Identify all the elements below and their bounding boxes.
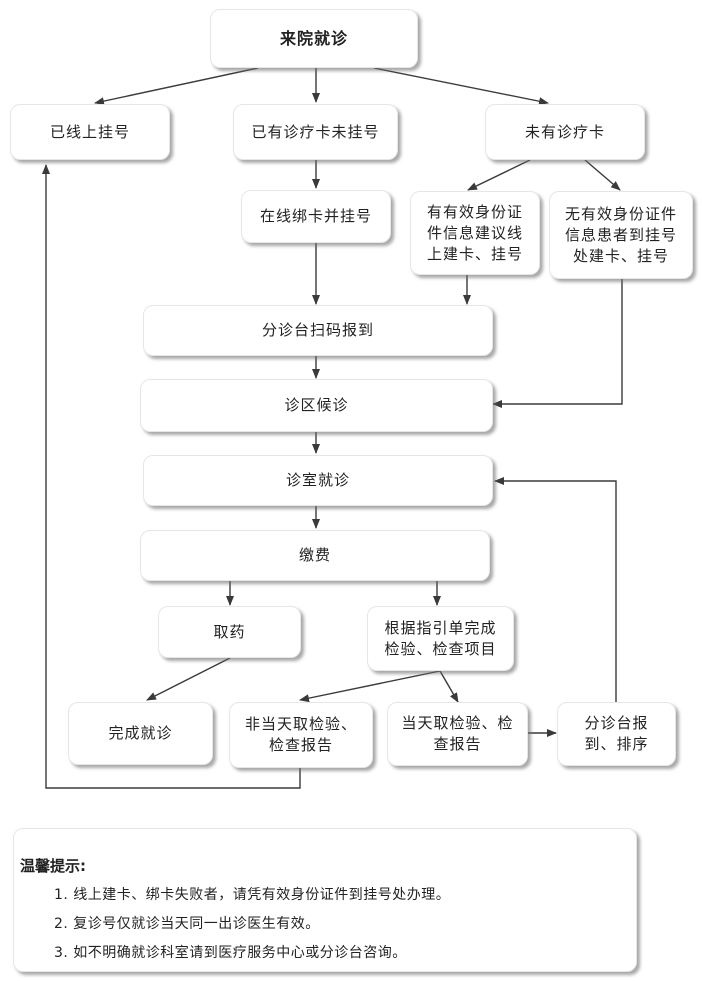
arrow-nocard-to-withoutid [584, 159, 621, 191]
node-arrive-label: 来院就诊 [279, 29, 348, 48]
arrow-nocard-to-withid [467, 159, 531, 191]
node-without-id-line1: 无有效身份证件 [564, 204, 677, 223]
node-with-id: 有有效身份证 件信息建议线 上建卡、挂号 [410, 191, 540, 275]
node-same-day-line1: 当天取检验、检 [401, 714, 514, 732]
node-triage-line1: 分诊台报 [584, 714, 649, 732]
node-online-registered: 已线上挂号 [10, 104, 170, 160]
node-without-id: 无有效身份证件 信息患者到挂号 处建卡、挂号 [549, 191, 693, 279]
arrow-withoutid-to-wait [492, 279, 623, 408]
tip-item-3: 3. 如不明确就诊科室请到医疗服务中心或分诊台咨询。 [54, 945, 407, 961]
node-exam-line1: 根据指引单完成 [384, 618, 497, 637]
node-not-same-day-line2: 检查报告 [268, 736, 333, 754]
node-bind-online: 在线绑卡并挂号 [241, 190, 391, 243]
node-triage: 分诊台报 到、排序 [557, 702, 676, 766]
node-complete: 完成就诊 [68, 702, 213, 765]
node-with-id-line2: 件信息建议线 [426, 223, 523, 242]
node-no-card: 未有诊疗卡 [485, 104, 645, 160]
arrow-arrive-to-nocard [373, 67, 549, 106]
node-not-same-day: 非当天取检验、 检查报告 [229, 702, 373, 768]
node-exam: 根据指引单完成 检验、检查项目 [367, 606, 514, 671]
node-no-card-label: 未有诊疗卡 [524, 122, 605, 141]
node-wait-area-label: 诊区候诊 [284, 396, 349, 414]
arrow-triage-to-room [494, 477, 617, 702]
node-without-id-line3: 处建卡、挂号 [572, 246, 669, 265]
node-complete-label: 完成就诊 [108, 724, 173, 742]
arrow-arrive-to-online [94, 67, 259, 106]
node-with-id-line3: 上建卡、挂号 [426, 244, 523, 263]
tips-panel: 温馨提示: 1. 线上建卡、绑卡失败者，请凭有效身份证件到挂号处办理。 2. 复… [13, 828, 637, 972]
node-consult-room-label: 诊室就诊 [285, 471, 350, 489]
arrow-notsameday-to-online [42, 164, 301, 789]
node-wait-area: 诊区候诊 [140, 379, 493, 432]
arrow-exam-to-sameday [439, 670, 459, 703]
node-same-day: 当天取检验、检 查报告 [387, 702, 528, 766]
node-get-medicine-label: 取药 [213, 622, 246, 641]
node-has-card-label: 已有诊疗卡未挂号 [251, 122, 380, 141]
arrow-medicine-to-complete [146, 657, 231, 701]
tip-item-2: 2. 复诊号仅就诊当天同一出诊医生有效。 [54, 916, 320, 932]
node-exam-line2: 检验、检查项目 [384, 639, 497, 658]
node-online-registered-label: 已线上挂号 [49, 122, 130, 141]
node-bind-online-label: 在线绑卡并挂号 [259, 207, 372, 225]
node-payment-label: 缴费 [298, 546, 331, 564]
node-scan-checkin: 分诊台扫码报到 [143, 305, 493, 356]
node-scan-checkin-label: 分诊台扫码报到 [261, 321, 374, 339]
node-same-day-line2: 查报告 [433, 735, 482, 753]
tips-title: 温馨提示: [20, 857, 86, 875]
node-get-medicine: 取药 [158, 606, 301, 658]
node-payment: 缴费 [140, 530, 490, 581]
node-not-same-day-line1: 非当天取检验、 [244, 715, 357, 733]
node-with-id-line1: 有有效身份证 [426, 202, 523, 221]
node-consult-room: 诊室就诊 [143, 455, 493, 506]
node-arrive: 来院就诊 [210, 9, 418, 68]
arrow-exam-to-notsameday [299, 670, 441, 703]
node-has-card-unregistered: 已有诊疗卡未挂号 [233, 104, 398, 160]
tip-item-1: 1. 线上建卡、绑卡失败者，请凭有效身份证件到挂号处办理。 [54, 887, 451, 903]
node-without-id-line2: 信息患者到挂号 [564, 225, 677, 244]
node-triage-line2: 到、排序 [584, 735, 649, 753]
